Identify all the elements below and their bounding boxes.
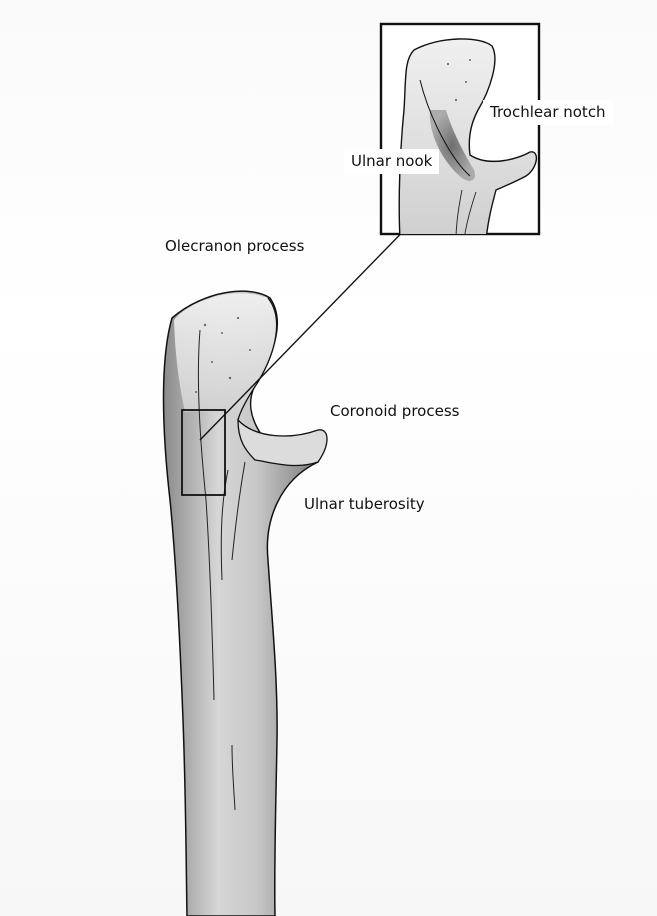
label-ulnar-nook: Ulnar nook [344, 149, 439, 174]
label-trochlear-notch: Trochlear notch [483, 100, 613, 125]
label-coronoid-process: Coronoid process [330, 404, 459, 419]
label-olecranon-process: Olecranon process [165, 239, 304, 254]
label-ulnar-tuberosity: Ulnar tuberosity [304, 497, 425, 512]
olecranon-head [174, 294, 277, 420]
